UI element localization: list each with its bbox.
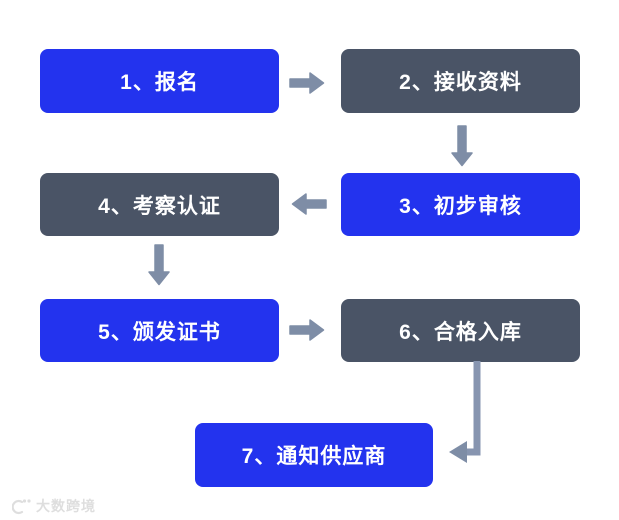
watermark-logo-icon <box>12 498 32 515</box>
arrow-left-3-to-4-icon <box>291 192 327 216</box>
arrow-right-5-to-6-icon <box>289 318 325 342</box>
step-7-label: 7、通知供应商 <box>241 445 387 468</box>
arrow-down-4-to-5-icon <box>147 244 171 286</box>
step-1-box: 1、报名 <box>40 49 279 113</box>
step-2-label: 2、接收资料 <box>399 71 522 94</box>
arrow-right-1-to-2-icon <box>289 71 325 95</box>
arrow-down-2-to-3-icon <box>450 125 474 167</box>
step-7-box: 7、通知供应商 <box>195 423 433 487</box>
step-5-box: 5、颁发证书 <box>40 299 279 362</box>
step-6-label: 6、合格入库 <box>399 320 522 344</box>
watermark-text: 大数跨境 <box>36 498 96 514</box>
step-4-label: 4、考察认证 <box>98 194 221 218</box>
watermark: 大数跨境 <box>12 496 96 516</box>
step-4-box: 4、考察认证 <box>40 173 279 236</box>
step-3-box: 3、初步审核 <box>341 173 580 236</box>
connector-down-left-6-to-7-icon <box>440 361 485 469</box>
step-6-box: 6、合格入库 <box>341 299 580 362</box>
step-2-box: 2、接收资料 <box>341 49 580 113</box>
step-3-label: 3、初步审核 <box>399 194 522 218</box>
step-1-label: 1、报名 <box>120 71 199 94</box>
step-5-label: 5、颁发证书 <box>98 320 221 344</box>
